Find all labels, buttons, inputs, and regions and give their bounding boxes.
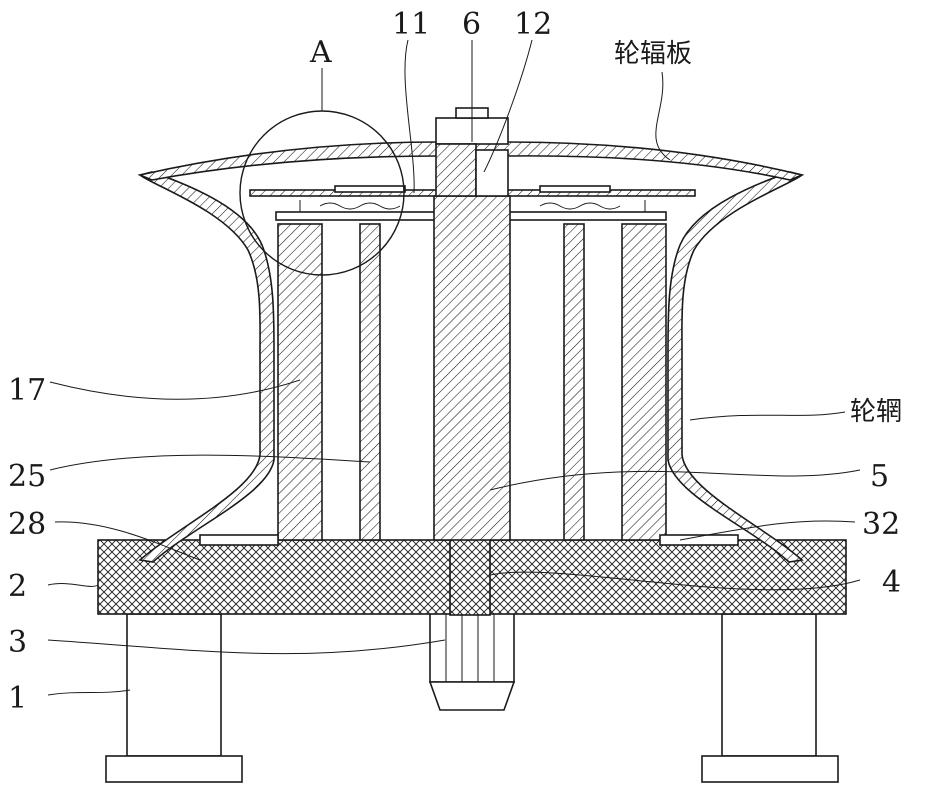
label-6: 6	[462, 7, 481, 42]
label-rim: 轮辋	[850, 397, 902, 427]
label-28: 28	[8, 507, 46, 542]
shaft-coupling	[450, 535, 490, 615]
label-11: 11	[392, 7, 430, 42]
label-A: A	[309, 35, 332, 70]
label-17: 17	[8, 373, 46, 408]
label-4: 4	[882, 565, 901, 600]
label-2: 2	[8, 569, 27, 604]
label-25: 25	[8, 459, 46, 494]
label-1: 1	[8, 681, 27, 716]
label-12: 12	[514, 7, 552, 42]
label-32: 32	[862, 507, 900, 542]
label-3: 3	[8, 625, 27, 660]
motor	[430, 612, 514, 710]
label-5: 5	[870, 459, 889, 494]
label-spoke-plate: 轮辐板	[614, 39, 692, 69]
